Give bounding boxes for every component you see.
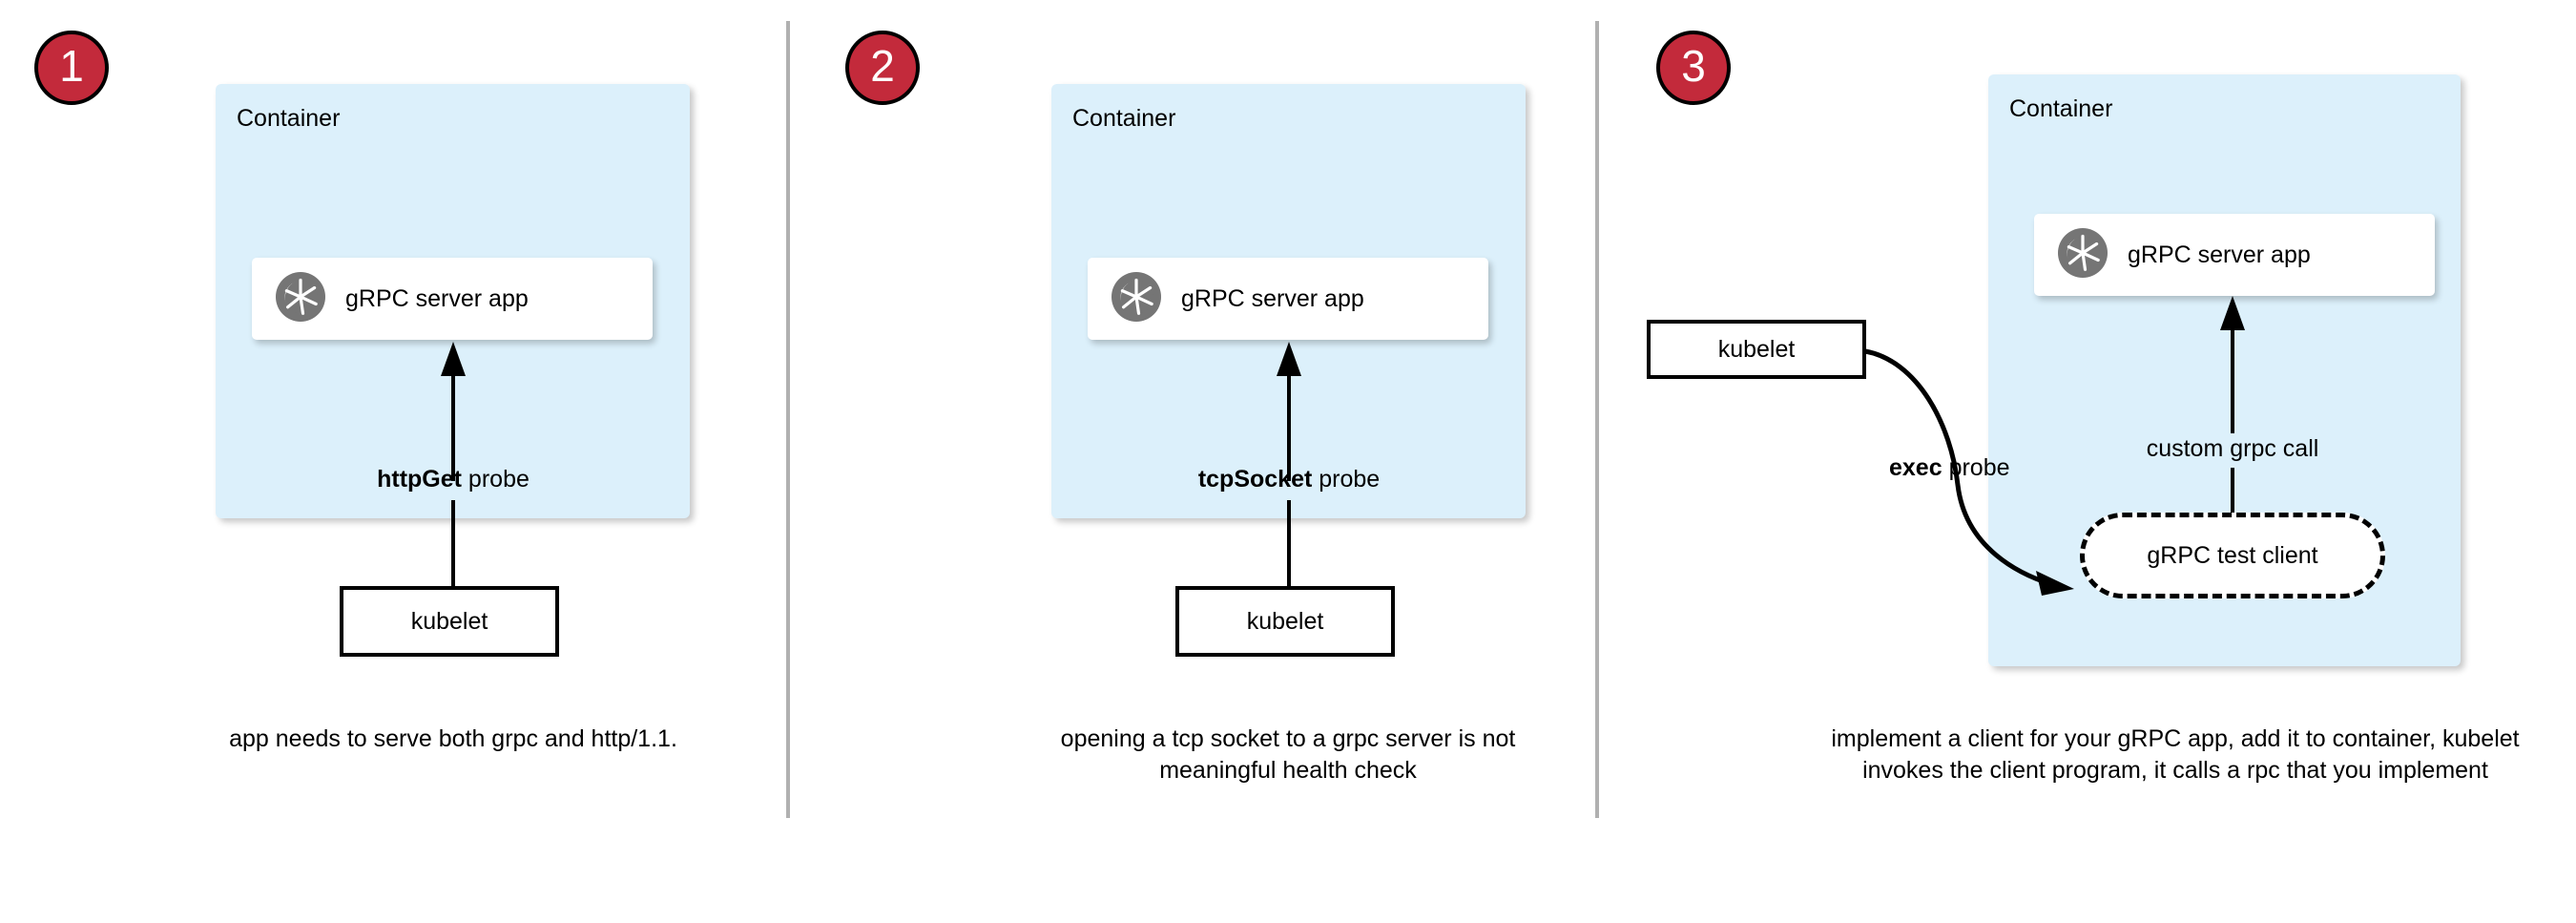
step-badge-3-number: 3 [1681,41,1706,91]
kubelet-box-1: kubelet [340,586,559,657]
grpc-server-app-card-2: gRPC server app [1088,258,1488,340]
grpc-server-app-card-3: gRPC server app [2034,214,2435,296]
tcpsocket-probe-label-bold: tcpSocket [1197,466,1313,493]
grpc-aperture-icon [273,269,328,329]
tcpsocket-probe-label: tcpSocket probe [1160,466,1418,493]
step-badge-1: 1 [34,31,109,105]
kubelet-box-2: kubelet [1175,586,1395,657]
kubelet-label-1: kubelet [410,607,488,635]
panel-divider-1 [786,21,790,818]
grpc-aperture-icon [1109,269,1164,329]
exec-probe-label: exec probe [1889,454,2099,482]
grpc-server-app-card-1: gRPC server app [252,258,653,340]
step-badge-2: 2 [845,31,920,105]
container-label-2: Container [1072,105,1176,132]
panel-2-caption: opening a tcp socket to a grpc server is… [1060,725,1516,784]
tcpsocket-probe-label-rest: probe [1312,466,1381,493]
grpc-test-client-pill: gRPC test client [2080,513,2385,598]
panel-1-caption: app needs to serve both grpc and http/1.… [229,725,677,752]
httpget-probe-label-bold: httpGet [377,466,462,493]
kubelet-label-3: kubelet [1717,335,1796,363]
exec-probe-label-rest: probe [1942,454,2010,481]
kubelet-label-2: kubelet [1246,607,1324,635]
grpc-server-app-label-3: gRPC server app [2128,241,2311,268]
step-badge-2-number: 2 [870,41,895,91]
grpc-server-app-label-1: gRPC server app [345,284,529,312]
exec-probe-label-bold: exec [1889,454,1942,481]
container-label-3: Container [2009,95,2113,122]
step-badge-3: 3 [1656,31,1731,105]
container-label-1: Container [237,105,341,132]
httpget-probe-label-rest: probe [461,466,530,493]
panel-divider-2 [1595,21,1599,818]
grpc-server-app-label-2: gRPC server app [1181,284,1364,312]
custom-grpc-call-label: custom grpc call [2146,435,2319,462]
kubelet-box-3: kubelet [1647,320,1866,379]
step-badge-1-number: 1 [59,41,84,91]
grpc-test-client-label: gRPC test client [2147,541,2318,569]
httpget-probe-label: httpGet probe [343,466,563,493]
panel-3-caption: implement a client for your gRPC app, ad… [1831,725,2520,784]
grpc-aperture-icon [2055,225,2110,285]
